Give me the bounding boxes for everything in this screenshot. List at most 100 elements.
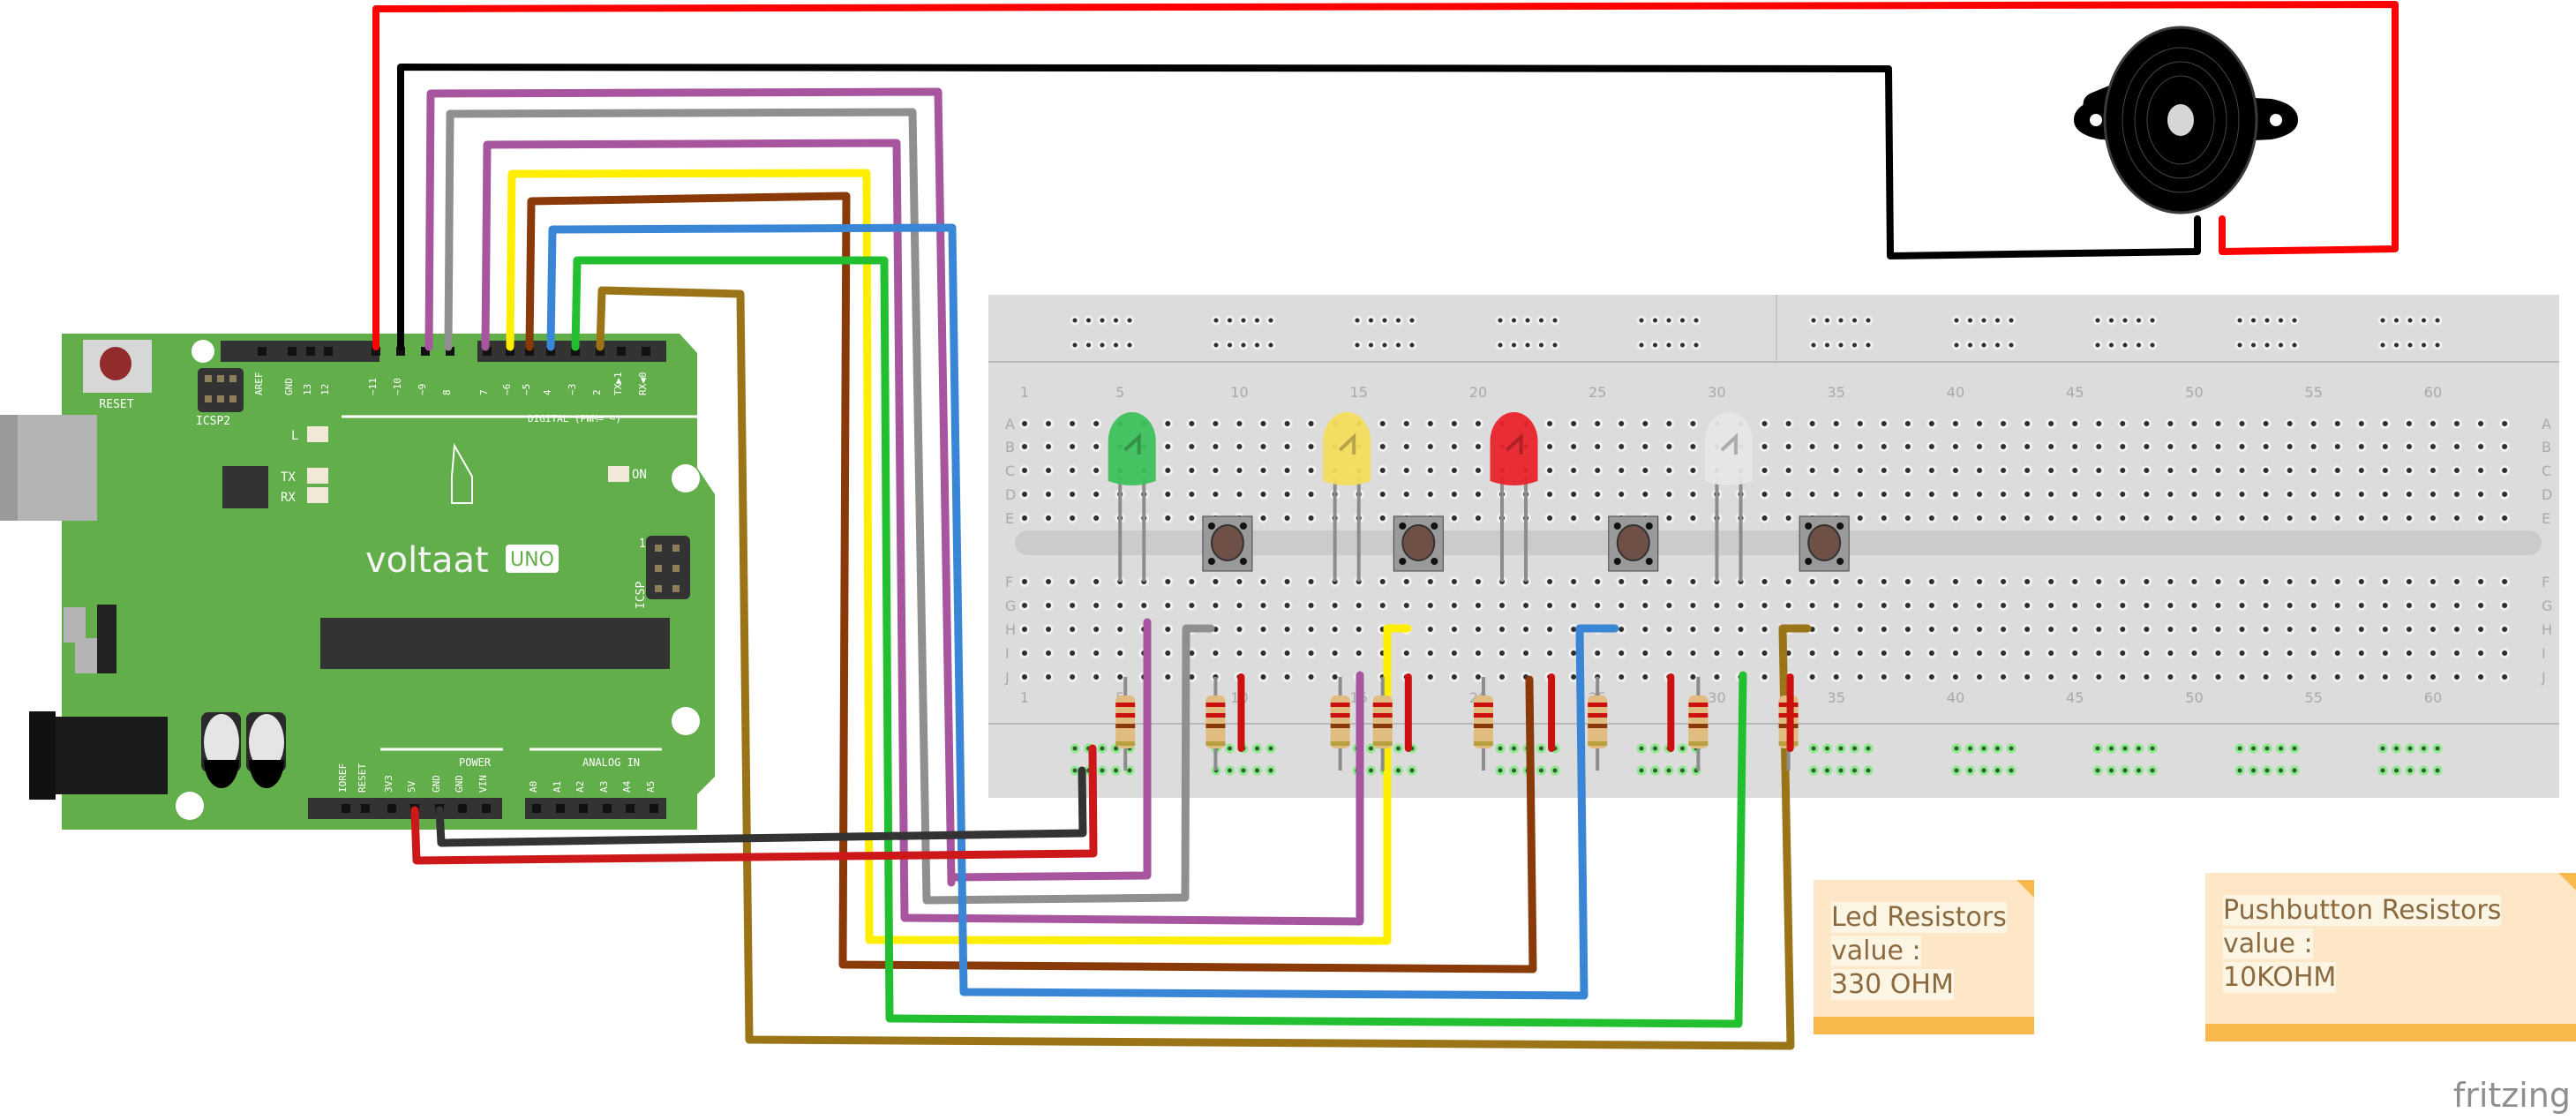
wire-pin4-blue[interactable] [546,223,1619,1000]
breadboard-hole[interactable] [1783,418,1794,429]
breadboard-hole[interactable] [2355,672,2367,682]
breadboard-hole[interactable] [2499,624,2511,635]
breadboard-hole[interactable] [1830,672,1842,682]
breadboard-hole[interactable] [1448,465,1460,476]
rail-hole[interactable] [2377,743,2388,754]
breadboard-hole[interactable] [2355,418,2367,429]
rail-hole[interactable] [1822,340,1832,350]
header-socket[interactable] [446,347,454,356]
breadboard-hole[interactable] [2308,648,2319,658]
breadboard-hole[interactable] [1664,513,1675,523]
breadboard-hole[interactable] [1043,513,1055,523]
breadboard-hole[interactable] [2165,672,2176,682]
pushbutton[interactable] [1202,515,1253,572]
breadboard-hole[interactable] [2499,576,2511,587]
breadboard-hole[interactable] [1497,672,1507,682]
breadboard-hole[interactable] [1568,418,1580,429]
rail-hole[interactable] [1863,743,1874,754]
breadboard-hole[interactable] [1854,672,1866,682]
breadboard-hole[interactable] [1281,576,1293,587]
breadboard-hole[interactable] [1234,576,1245,587]
breadboard-hole[interactable] [1902,672,1913,682]
breadboard-hole[interactable] [1878,648,1889,658]
breadboard-hole[interactable] [1497,600,1507,611]
rail-hole[interactable] [1836,743,1846,754]
breadboard-hole[interactable] [2308,600,2319,611]
breadboard-hole[interactable] [2236,672,2248,682]
breadboard-hole[interactable] [2046,648,2057,658]
breadboard-hole[interactable] [2403,600,2415,611]
breadboard-hole[interactable] [1878,576,1889,587]
breadboard-hole[interactable] [2046,465,2057,476]
breadboard-hole[interactable] [2165,624,2176,635]
breadboard-hole[interactable] [2427,513,2438,523]
wire-pin8-gray[interactable] [444,108,1215,905]
breadboard-hole[interactable] [2165,465,2176,476]
breadboard-hole[interactable] [2475,465,2487,476]
breadboard-hole[interactable] [1687,513,1699,523]
breadboard-hole[interactable] [2475,624,2487,635]
breadboard-hole[interactable] [2452,672,2462,682]
breadboard-hole[interactable] [1258,441,1269,452]
breadboard-hole[interactable] [1759,418,1770,429]
breadboard-hole[interactable] [2355,576,2367,587]
breadboard-hole[interactable] [1664,441,1675,452]
breadboard-hole[interactable] [2260,441,2272,452]
resistor[interactable] [1330,677,1350,770]
rail-hole[interactable] [2234,743,2245,754]
breadboard-hole[interactable] [1186,489,1198,500]
breadboard-hole[interactable] [2475,576,2487,587]
breadboard-hole[interactable] [1998,418,2009,429]
breadboard-hole[interactable] [2046,489,2057,500]
header-socket[interactable] [642,347,650,356]
rail-hole[interactable] [1965,765,1975,776]
breadboard-hole[interactable] [1329,600,1341,611]
rail-hole[interactable] [2147,743,2158,754]
breadboard-hole[interactable] [1043,672,1055,682]
rail-hole[interactable] [2249,743,2258,754]
rail-hole[interactable] [2249,315,2258,326]
breadboard-hole[interactable] [1687,672,1699,682]
breadboard-hole[interactable] [2284,513,2295,523]
breadboard-hole[interactable] [2355,513,2367,523]
breadboard-hole[interactable] [2022,672,2033,682]
breadboard-hole[interactable] [2046,441,2057,452]
breadboard-hole[interactable] [1687,441,1699,452]
breadboard-hole[interactable] [1448,624,1460,635]
rail-hole[interactable] [2377,765,2388,776]
note-led-resistors[interactable]: Led Resistors value :330 OHM [1814,880,2034,1034]
rail-hole[interactable] [1366,340,1376,350]
rail-hole[interactable] [1379,315,1390,326]
resistor-body[interactable] [1588,695,1608,748]
breadboard-hole[interactable] [2332,600,2343,611]
breadboard-hole[interactable] [1281,648,1293,658]
rail-hole[interactable] [1265,340,1276,350]
breadboard-hole[interactable] [2308,441,2319,452]
rail-hole[interactable] [2092,315,2103,326]
rail-hole[interactable] [1522,315,1533,326]
breadboard-hole[interactable] [2117,418,2129,429]
breadboard-hole[interactable] [2117,441,2129,452]
rail-hole[interactable] [1678,743,1687,754]
breadboard-hole[interactable] [1091,600,1102,611]
breadboard-hole[interactable] [1687,465,1699,476]
breadboard-hole[interactable] [1448,513,1460,523]
breadboard-hole[interactable] [1926,465,1937,476]
breadboard-hole[interactable] [1854,648,1866,658]
breadboard-hole[interactable] [1281,600,1293,611]
breadboard-hole[interactable] [2141,418,2152,429]
rail-hole[interactable] [1850,340,1859,350]
breadboard-hole[interactable] [1998,624,2009,635]
breadboard-hole[interactable] [1616,648,1627,658]
breadboard-hole[interactable] [2260,576,2272,587]
rail-hole[interactable] [2107,315,2116,326]
breadboard-hole[interactable] [2475,648,2487,658]
rail-hole[interactable] [1111,340,1121,350]
piezo-buzzer[interactable] [2074,26,2298,214]
rail-hole[interactable] [2134,340,2144,350]
breadboard-hole[interactable] [2427,648,2438,658]
resistor[interactable] [1372,677,1393,770]
breadboard-hole[interactable] [1783,576,1794,587]
breadboard-hole[interactable] [2427,489,2438,500]
breadboard-hole[interactable] [2452,648,2462,658]
